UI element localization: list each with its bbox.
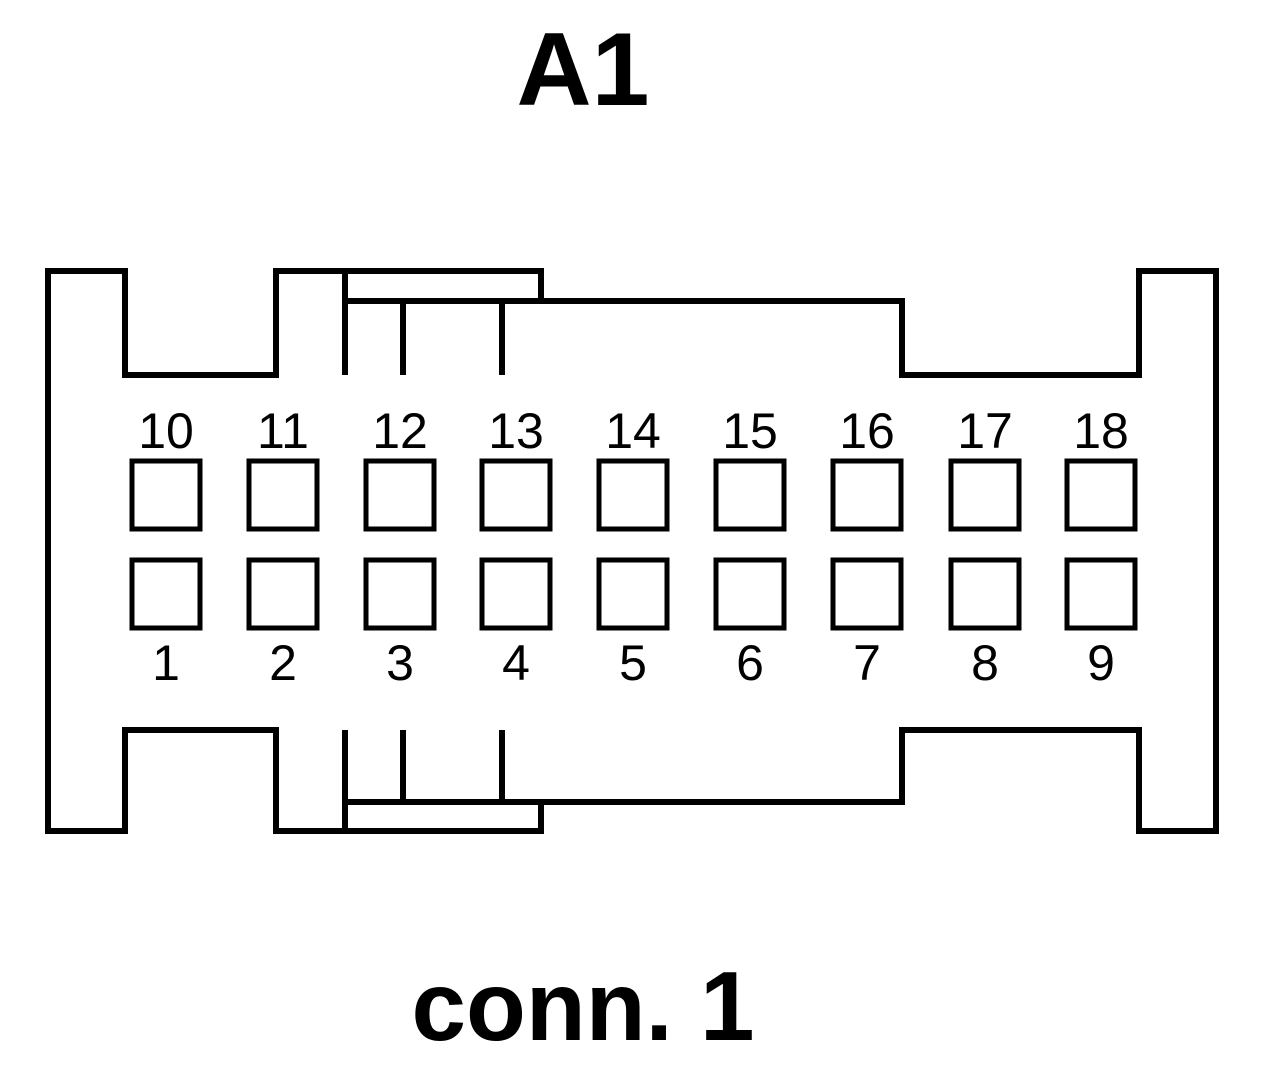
pin-9: 9 — [1064, 557, 1138, 691]
pin-cavity — [129, 458, 203, 532]
pin-6: 6 — [713, 557, 787, 691]
pin-number-label: 3 — [386, 635, 414, 691]
pin-number-label: 16 — [839, 403, 895, 459]
pin-cavity — [596, 557, 670, 631]
pin-11: 11 — [246, 403, 320, 532]
pin-number-label: 12 — [372, 403, 428, 459]
pin-cavity — [948, 458, 1022, 532]
bottom-pin-row: 1 2 3 4 5 6 7 8 9 — [129, 557, 1138, 691]
housing-outline — [45, 268, 1219, 834]
pin-cavity — [713, 557, 787, 631]
bottom-latch-detail — [342, 730, 541, 831]
pin-18: 18 — [1064, 403, 1138, 532]
pin-cavity — [1064, 557, 1138, 631]
pin-cavity — [246, 458, 320, 532]
pin-7: 7 — [830, 557, 904, 691]
pin-15: 15 — [713, 403, 787, 532]
pin-17: 17 — [948, 403, 1022, 532]
pin-number-label: 1 — [152, 635, 180, 691]
pin-cavity — [479, 458, 553, 532]
connector-housing — [45, 268, 1219, 834]
pin-number-label: 6 — [736, 635, 764, 691]
pin-cavity — [596, 458, 670, 532]
pin-cavity — [129, 557, 203, 631]
pin-4: 4 — [479, 557, 553, 691]
pin-13: 13 — [479, 403, 553, 532]
pin-cavity — [1064, 458, 1138, 532]
pin-16: 16 — [830, 403, 904, 532]
pin-1: 1 — [129, 557, 203, 691]
connector-caption: conn. 1 — [411, 951, 754, 1061]
pin-number-label: 11 — [257, 403, 309, 459]
connector-title: A1 — [517, 12, 650, 128]
pin-5: 5 — [596, 557, 670, 691]
pin-8: 8 — [948, 557, 1022, 691]
pin-12: 12 — [363, 403, 437, 532]
top-latch-detail — [342, 271, 541, 375]
pin-cavity — [363, 458, 437, 532]
pin-number-label: 4 — [502, 635, 530, 691]
pin-number-label: 9 — [1087, 635, 1115, 691]
pin-10: 10 — [129, 403, 203, 532]
pin-number-label: 13 — [488, 403, 544, 459]
pin-number-label: 17 — [957, 403, 1013, 459]
pin-cavity — [948, 557, 1022, 631]
pin-2: 2 — [246, 557, 320, 691]
pin-cavity — [713, 458, 787, 532]
pin-number-label: 14 — [605, 403, 661, 459]
pin-cavity — [479, 557, 553, 631]
pin-cavity — [363, 557, 437, 631]
pin-3: 3 — [363, 557, 437, 691]
pin-cavity — [246, 557, 320, 631]
pin-number-label: 7 — [853, 635, 881, 691]
pin-number-label: 18 — [1073, 403, 1129, 459]
pin-14: 14 — [596, 403, 670, 532]
pin-number-label: 2 — [269, 635, 297, 691]
top-pin-row: 10 11 12 13 14 15 16 17 18 — [129, 403, 1138, 532]
pin-number-label: 10 — [138, 403, 194, 459]
pin-number-label: 15 — [722, 403, 778, 459]
pin-cavity — [830, 557, 904, 631]
pin-number-label: 8 — [971, 635, 999, 691]
pin-cavity — [830, 458, 904, 532]
pin-number-label: 5 — [619, 635, 647, 691]
